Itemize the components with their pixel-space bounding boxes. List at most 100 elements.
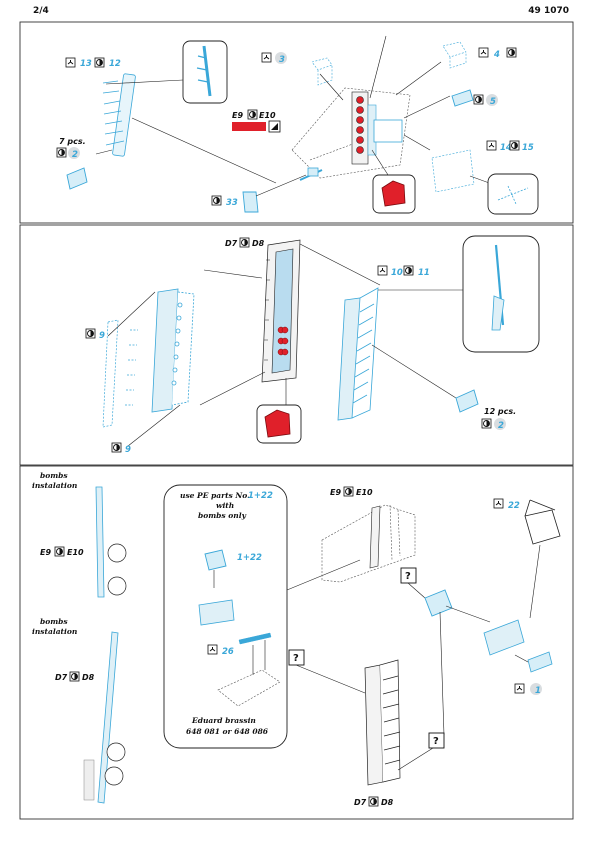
assembly-label-e10: E10 xyxy=(356,488,373,497)
etch-side-icon xyxy=(111,442,122,453)
bomb-shape xyxy=(106,742,126,762)
detail-callout-box xyxy=(182,40,228,104)
assembly-label-d7: D7 xyxy=(354,798,367,807)
part-label-4: 4 xyxy=(493,50,500,60)
assembly-label-e9: E9 xyxy=(330,488,341,497)
part-33-shape xyxy=(242,191,259,213)
section-2-frame xyxy=(19,224,574,466)
rack-strip-outline xyxy=(102,319,138,428)
bombs-installation-title: instalation xyxy=(32,627,77,636)
part-1-22-shape xyxy=(204,549,227,571)
part-label-2: 2 xyxy=(72,150,78,160)
part-label-9-bottom: 9 xyxy=(125,445,131,455)
bend-icon xyxy=(261,52,272,63)
part-label-14: 14 xyxy=(500,143,512,153)
bomb-shape xyxy=(107,576,127,596)
section-1-frame xyxy=(19,21,574,224)
part-14-outline xyxy=(431,149,475,193)
etch-side-icon xyxy=(368,796,379,807)
bomb-shape xyxy=(104,766,124,786)
assembly-label-d7: D7 xyxy=(225,239,238,248)
brassin-bomb-outline xyxy=(217,669,281,707)
part-label-13: 13 xyxy=(80,59,92,69)
part-26-strip xyxy=(238,632,272,645)
rack-bracket-part xyxy=(483,619,525,656)
etch-side-icon xyxy=(94,57,105,68)
bombs-installation-title: bombs xyxy=(40,617,68,626)
panel-assembly-upper xyxy=(321,504,416,583)
etch-side-icon xyxy=(403,265,414,276)
version-label-d7: D7 xyxy=(55,673,68,682)
bomb-rack-side-view xyxy=(97,631,119,804)
part-label-10: 10 xyxy=(391,268,403,278)
small-bracket-part xyxy=(66,167,88,190)
detail-callout-box xyxy=(487,173,539,215)
note-text: use PE parts No. xyxy=(180,491,250,500)
small-bracket-part xyxy=(455,389,479,413)
part-label-2: 2 xyxy=(498,421,504,431)
version-label-e10: E10 xyxy=(67,548,84,557)
part-1-22-shape xyxy=(424,589,453,617)
panel-sheet-part xyxy=(373,119,403,143)
red-fuse-set xyxy=(351,91,377,165)
etch-side-icon xyxy=(247,109,258,120)
bomb-shape xyxy=(107,543,127,563)
part-label-9-top: 9 xyxy=(99,331,105,341)
section-3: bombs instalation E9 E10 bombs instalati… xyxy=(32,471,561,807)
bomb-bay-panel xyxy=(261,239,301,383)
etch-side-icon xyxy=(343,486,354,497)
quantity-note: 12 pcs. xyxy=(484,407,516,416)
part-label-15: 15 xyxy=(522,143,534,153)
question-mark: ? xyxy=(293,653,299,664)
small-bracket-part xyxy=(527,651,553,673)
etch-side-icon xyxy=(481,418,492,429)
assembly-label-d8: D8 xyxy=(381,798,394,807)
section-1: 13 12 7 pcs. 2 3 E9 E10 xyxy=(56,35,539,215)
part-label-1-22: 1+22 xyxy=(237,553,262,563)
question-mark: ? xyxy=(405,571,411,582)
etch-side-icon xyxy=(85,328,96,339)
note-text: bombs only xyxy=(198,511,247,520)
part-label-12: 12 xyxy=(109,59,121,69)
ladder-rack-part xyxy=(337,287,379,421)
paint-label-e9: E9 xyxy=(232,111,243,120)
part-4-outline xyxy=(442,41,467,69)
part-label-22: 22 xyxy=(508,501,520,511)
assembly-label-d8: D8 xyxy=(252,239,265,248)
bombs-installation-title: instalation xyxy=(32,481,77,490)
bombs-installation-title: bombs xyxy=(40,471,68,480)
quantity-note: 7 pcs. xyxy=(59,137,86,146)
question-mark: ? xyxy=(433,736,439,747)
part-label-26: 26 xyxy=(222,647,234,657)
bend-icon xyxy=(65,57,76,68)
section-3-frame xyxy=(19,465,574,820)
part-label-5: 5 xyxy=(490,97,496,107)
note-text: with xyxy=(216,501,234,510)
version-label-e9: E9 xyxy=(40,548,51,557)
etch-side-icon xyxy=(239,237,250,248)
bomb-rack-strip-part xyxy=(102,73,136,157)
red-paint-swatch xyxy=(232,122,266,131)
part-label-3: 3 xyxy=(279,55,285,65)
bend-icon xyxy=(207,644,218,655)
part-label-33: 33 xyxy=(226,198,238,208)
part-3-outline xyxy=(311,57,333,86)
bomb-rack-side-view xyxy=(95,486,105,598)
rack-strip-part xyxy=(151,288,195,413)
paint-label-e10: E10 xyxy=(259,111,276,120)
rack-bracket-part xyxy=(198,599,235,626)
brassin-title: Eduard brassin xyxy=(191,716,256,725)
page-number: 2/4 xyxy=(33,6,49,16)
etch-side-icon xyxy=(54,546,65,557)
ladder-rack-lower xyxy=(364,659,401,786)
note-parts: 1+22 xyxy=(248,491,273,501)
etch-side-icon xyxy=(506,47,517,58)
bend-icon xyxy=(478,47,489,58)
etch-side-icon xyxy=(69,671,80,682)
bend-icon xyxy=(514,683,525,694)
version-label-d8: D8 xyxy=(82,673,95,682)
bend-icon xyxy=(486,140,497,151)
etch-side-icon xyxy=(473,94,484,105)
part-5-shape xyxy=(451,89,474,107)
